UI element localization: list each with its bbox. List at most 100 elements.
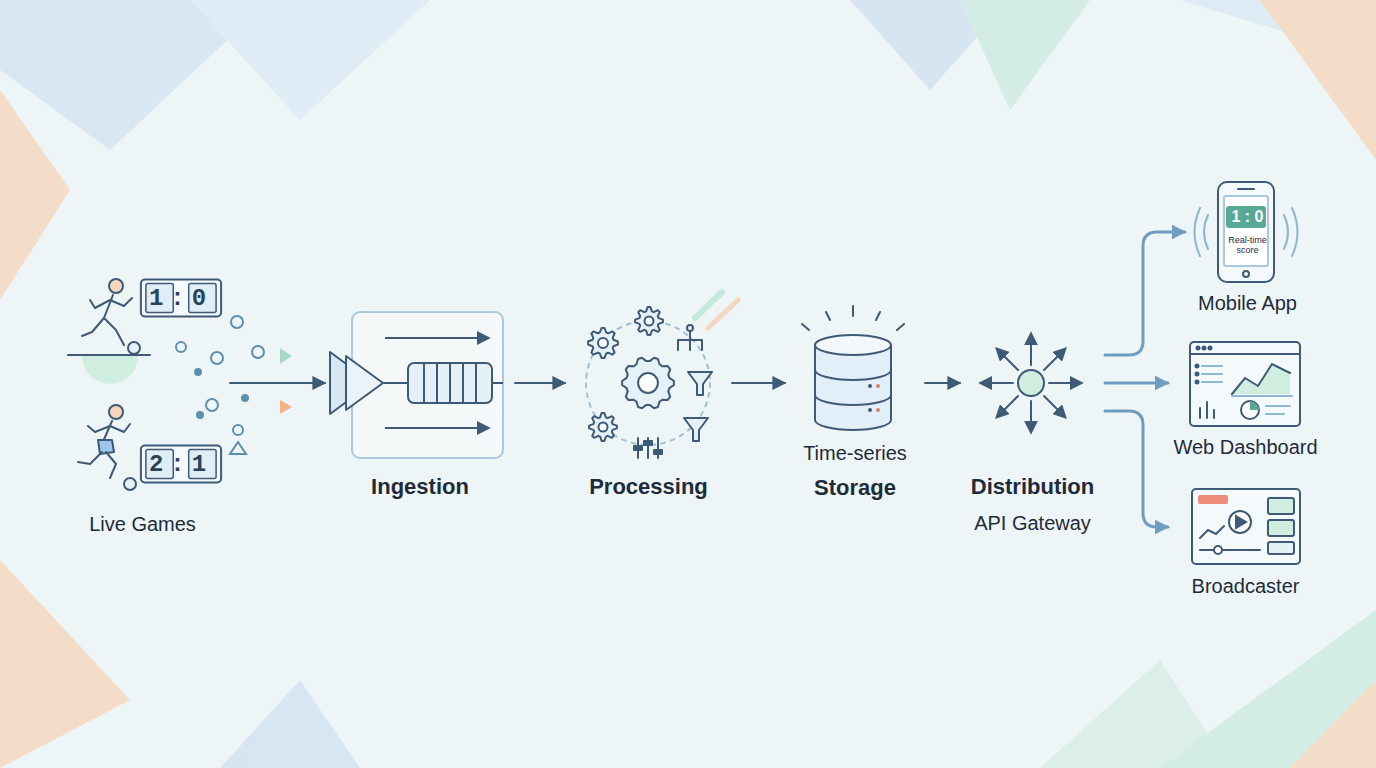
broadcast-icon-part [1200,526,1224,538]
processing-icon-part [644,441,652,445]
dashboard-icon-part [1209,347,1212,350]
dashboard-icon [1190,342,1300,426]
flow-arrow [1105,382,1168,385]
runner-icons [68,279,150,490]
dashboard-icon-part [1196,381,1199,384]
background-shapes-part [1160,610,1376,768]
event-particles-part [230,442,246,454]
runner-icons-part [88,426,110,432]
ingestion-icon [330,312,503,458]
background-shapes-part [0,560,130,768]
distribution-icon-part [981,382,1013,384]
runner-icons-part [110,298,132,306]
broadcast-icon-part [1268,542,1294,554]
background-shapes-part [0,90,70,300]
runner-icons-part [106,452,116,478]
phone-icon [1195,182,1298,282]
stage-label: Live Games [89,512,196,536]
stage-node: Time-seriesStorage [785,320,925,505]
stage-title: Processing [589,474,708,500]
gear-shape [635,307,663,335]
flow-arrow [925,382,960,384]
event-particles-part [176,342,186,352]
storage-icon-part [802,324,809,330]
dashboard-icon-part [1203,347,1206,350]
event-particles-part [280,348,292,364]
distribution-icon-part [1030,334,1032,365]
processing-icon-part [654,450,662,454]
event-particles-part [242,395,248,401]
phone-icon-part [1243,271,1249,277]
flow-arrow [1105,411,1168,527]
processing-icon-part [634,446,642,450]
stage-node: Processing [565,295,732,505]
ingestion-icon-part [449,363,451,403]
stage-node: Web Dashboard [1168,333,1323,463]
gear-shape [589,413,617,441]
scoreboard-frame [141,280,221,317]
scoreboard-tiles [141,280,221,483]
event-particles [176,316,292,454]
runner-icons-part [110,424,130,432]
dashboard-icon-part [1199,408,1201,418]
stage-label: API Gateway [974,511,1091,535]
broadcast-icon-part [1236,516,1246,528]
flow-arrow [515,382,565,384]
runner-icons-part [68,354,150,356]
dashboard-icon-part [1241,401,1259,419]
stage-label: Mobile App [1198,291,1297,315]
runner-icons-part [128,342,140,354]
phone-icon-part [1226,206,1266,228]
storage-icon-part [876,312,880,320]
phone-icon-part [1238,188,1254,190]
event-particles-part [231,316,243,328]
stage-title: 1 : 0 [1231,207,1263,226]
processing-icon-part [586,321,710,445]
stage-node: Broadcaster [1168,478,1323,600]
ingestion-icon-part [385,337,488,339]
runner-icons-part [109,279,123,293]
event-particles-part [206,399,218,411]
runner-icons-part [82,356,138,384]
ingestion-icon-part [385,427,488,429]
event-particles-part [252,346,264,358]
runner-icons-part [109,405,123,419]
ingestion-icon-part [423,363,425,403]
score-digits: 1:0 [149,285,213,314]
event-particles-part [195,369,201,375]
ingestion-icon-part [436,363,438,403]
dashboard-icon-part [1213,410,1215,418]
phone-icon-part [1204,215,1208,249]
scoreboard-frame [141,446,221,483]
processing-icon-part [688,372,712,395]
background-shapes-part [190,0,430,120]
event-particles-part [280,400,292,414]
distribution-icon-part [1049,382,1081,384]
distribution-icon-part [1030,401,1032,432]
broadcast-icon-part [1200,549,1260,551]
storage-icon-part [815,370,891,380]
storage-icon-part [852,306,854,316]
stage-node: Ingestion [325,300,515,505]
processing-icon-part [708,300,738,328]
broadcast-icon-part [1214,546,1222,554]
broadcast-icon-part [1229,511,1251,533]
event-particles-part [197,412,203,418]
stage-label: Storage [814,475,896,501]
phone-icon-part [1224,196,1268,266]
stage-node: 1 : 0Real-time scoreMobile App [1185,172,1310,317]
runner-icons-part [104,318,124,345]
storage-icon [802,306,904,430]
broadcast-icon-part [1268,498,1294,514]
dashboard-icon-part [1197,347,1200,350]
storage-icon-part [876,384,880,388]
gear-hub [599,423,608,432]
broadcast-icon-part [1268,520,1294,536]
processing-icon [586,292,738,458]
dashboard-icon-part [1190,353,1300,355]
distribution-icon-part [997,349,1018,370]
stage-label: Web Dashboard [1173,435,1317,459]
